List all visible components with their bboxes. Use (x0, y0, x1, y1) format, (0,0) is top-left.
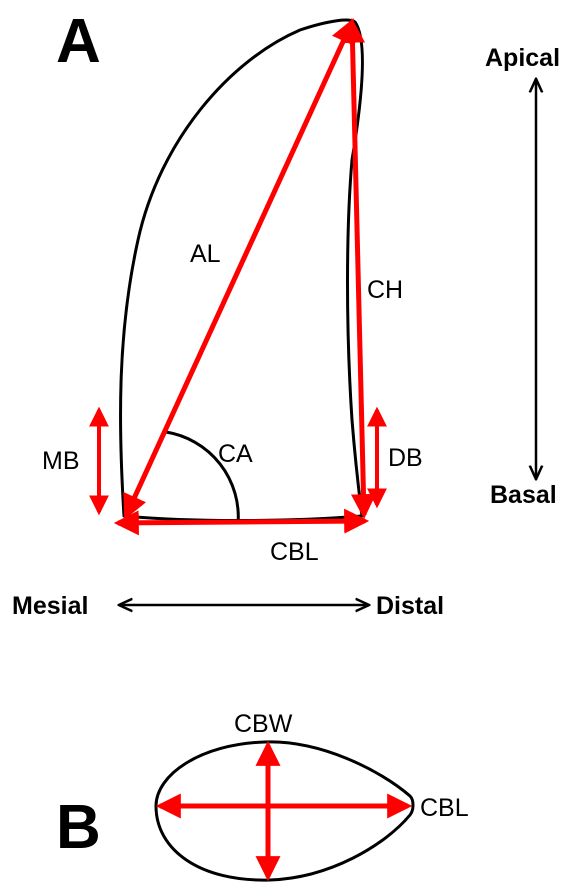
ca-label: CA (218, 440, 253, 468)
db-label: DB (388, 444, 423, 472)
panel-a-label: A (56, 7, 101, 76)
ch-label: CH (367, 276, 403, 304)
cbl-basal-label: CBL (420, 794, 469, 822)
basal-label: Basal (490, 481, 557, 509)
cbw-label: CBW (234, 710, 293, 738)
al-arrow (123, 18, 355, 520)
ch-arrow (340, 17, 376, 520)
panel-b-label: B (56, 793, 101, 862)
cbl-lateral-arrow (113, 508, 370, 536)
mesial-label: Mesial (12, 592, 88, 620)
distal-label: Distal (376, 592, 444, 620)
cbl-lateral-label: CBL (270, 538, 319, 566)
al-label: AL (190, 240, 221, 268)
mb-label: MB (42, 447, 80, 475)
apical-label: Apical (485, 44, 560, 72)
tooth-outline-basal (154, 740, 415, 882)
